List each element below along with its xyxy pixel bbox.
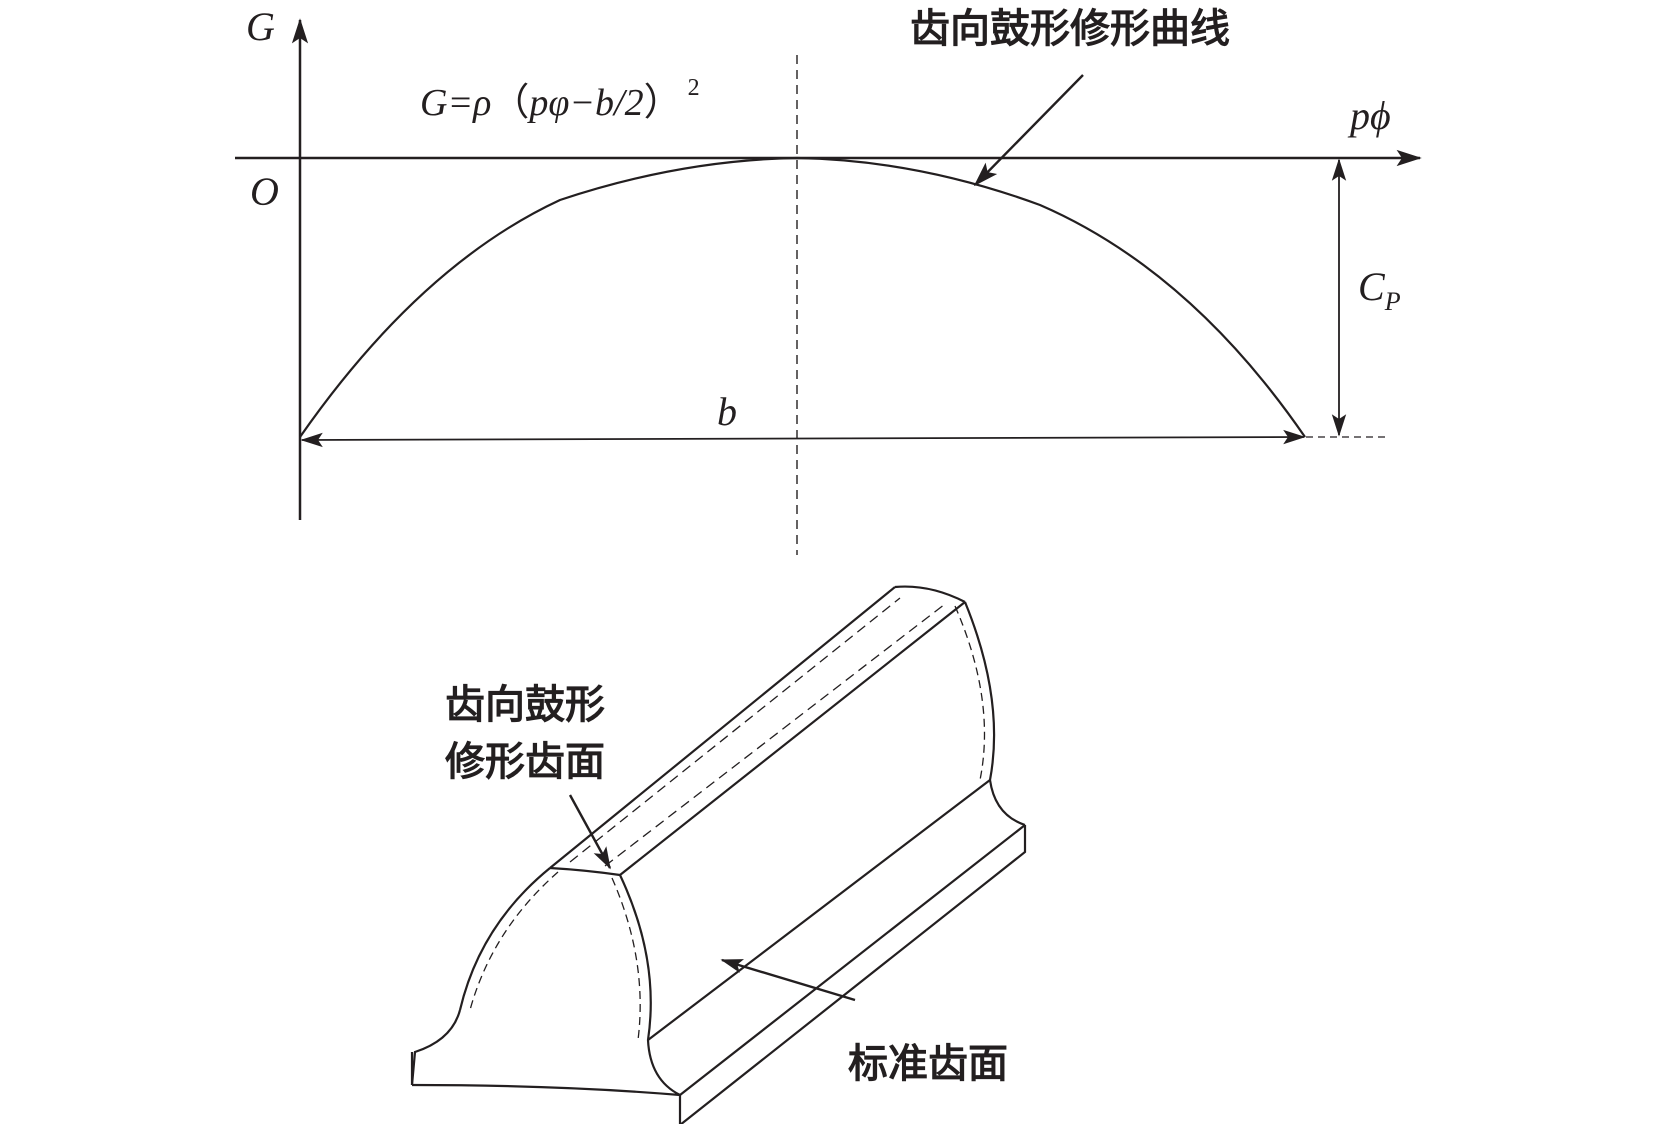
p-phi-axis-label: pϕ bbox=[1347, 93, 1391, 138]
curve-label-leader bbox=[973, 74, 1084, 187]
front-base-curve bbox=[411, 1083, 682, 1124]
depth-label: CP bbox=[1358, 264, 1401, 316]
top-land-left-edge bbox=[549, 586, 896, 869]
front-root-left bbox=[410, 1009, 462, 1086]
gear-tooth-diagram: 齿向鼓形 修形齿面 标准齿面 bbox=[410, 585, 1027, 1124]
base-bottom-edge bbox=[679, 825, 1027, 1124]
top-land-right-edge bbox=[619, 601, 966, 876]
width-label: b bbox=[717, 389, 737, 434]
back-right-flank-dashed bbox=[954, 605, 986, 781]
width-dimension-line bbox=[300, 429, 1306, 448]
crowning-curve-label: 齿向鼓形修形曲线 bbox=[910, 6, 1230, 52]
flank-root-line bbox=[647, 779, 991, 1041]
front-left-flank-dashed bbox=[469, 871, 559, 1011]
front-left-flank bbox=[458, 867, 551, 1011]
base-top-edge bbox=[679, 824, 1026, 1096]
front-top-land bbox=[549, 866, 621, 877]
crowned-surface-label-line1: 齿向鼓形 bbox=[445, 682, 605, 728]
crowning-formula: G=ρ（pφ−b/2）2 bbox=[420, 75, 700, 124]
crowned-top-dashed-1 bbox=[569, 597, 901, 863]
back-right-flank bbox=[963, 601, 1026, 827]
front-right-flank-dashed bbox=[611, 877, 641, 1041]
origin-label: O bbox=[250, 169, 279, 214]
crowned-surface-leader bbox=[568, 794, 612, 870]
standard-surface-label: 标准齿面 bbox=[848, 1041, 1008, 1087]
crowned-top-dashed-2 bbox=[604, 603, 946, 867]
crowning-curve-diagram: G pϕ O G=ρ（pφ−b/2）2 齿向鼓形修形曲线 b CP bbox=[235, 4, 1422, 555]
standard-surface-leader bbox=[720, 958, 856, 1002]
g-axis-label: G bbox=[246, 4, 275, 49]
front-right-flank bbox=[619, 874, 681, 1096]
crowned-surface-label-line2: 修形齿面 bbox=[445, 739, 605, 785]
back-top-land bbox=[894, 585, 966, 603]
crowning-curve bbox=[299, 156, 1306, 438]
